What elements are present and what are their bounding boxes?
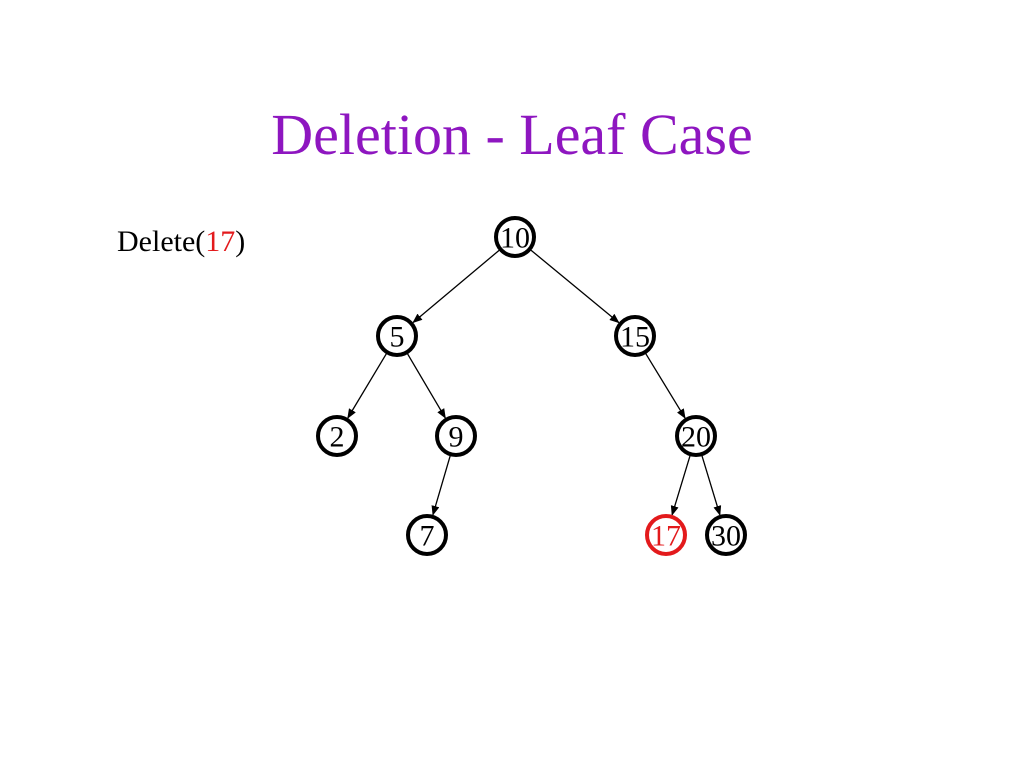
node-label: 10 (500, 222, 530, 255)
edge-n20-n17 (670, 454, 691, 516)
edge-n10-n5 (412, 249, 501, 324)
edge-n10-n15 (530, 249, 620, 324)
node-label: 30 (711, 520, 741, 553)
operation-label: Delete(17) (117, 224, 245, 260)
node-label: 2 (330, 421, 345, 454)
node-label: 5 (390, 321, 405, 354)
node-circle (435, 415, 477, 457)
node-circle (494, 216, 536, 258)
node-label: 9 (449, 421, 464, 454)
tree-node-30: 30 (705, 514, 747, 556)
tree-node-9: 9 (435, 415, 477, 457)
tree-node-5: 5 (376, 315, 418, 357)
tree-node-15: 15 (614, 315, 656, 357)
tree-node-7: 7 (406, 514, 448, 556)
tree-node-17: 17 (645, 514, 687, 556)
edge-n9-n7 (431, 455, 452, 516)
node-circle (645, 514, 687, 556)
slide-title: Deletion - Leaf Case (271, 102, 753, 167)
tree-edges (347, 249, 722, 516)
tree-node-2: 2 (316, 415, 358, 457)
node-circle (675, 415, 717, 457)
node-label: 7 (420, 520, 435, 553)
edge-n20-n30 (701, 454, 722, 516)
edge-n5-n9 (406, 352, 446, 419)
node-circle (316, 415, 358, 457)
node-circle (406, 514, 448, 556)
tree-node-10: 10 (494, 216, 536, 258)
operation-suffix: ) (235, 225, 246, 258)
tree-node-20: 20 (675, 415, 717, 457)
operation-argument: 17 (205, 225, 236, 258)
node-circle (705, 514, 747, 556)
node-label: 17 (651, 520, 681, 553)
edge-n15-n20 (644, 352, 686, 419)
edge-n5-n2 (347, 352, 388, 419)
node-label: 20 (681, 421, 711, 454)
operation-prefix: Delete( (117, 225, 206, 258)
node-circle (614, 315, 656, 357)
tree-nodes: 10 5 15 2 9 20 7 17 30 (316, 216, 747, 556)
node-circle (376, 315, 418, 357)
node-label: 15 (620, 321, 650, 354)
